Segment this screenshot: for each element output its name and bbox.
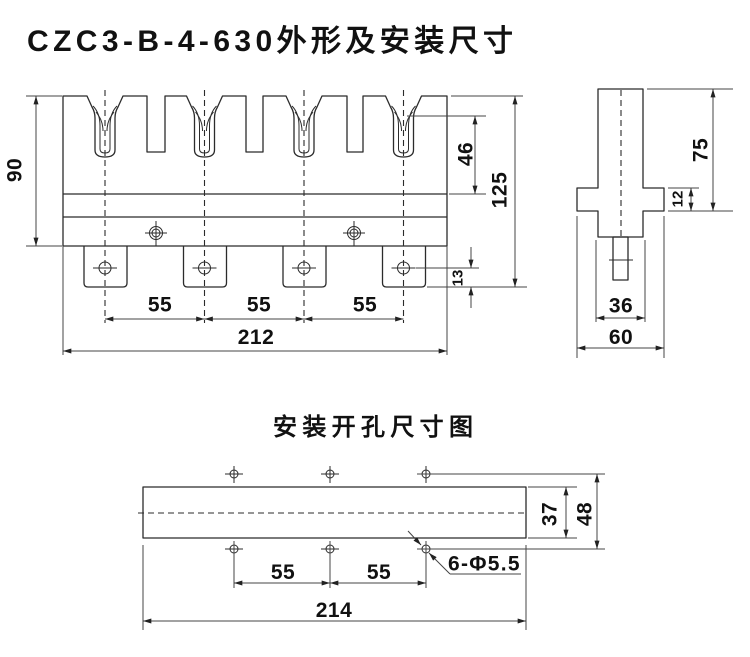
contact-prong-left xyxy=(294,111,303,132)
dim-label-side-height: 75 xyxy=(690,138,713,162)
side-body-outline xyxy=(576,88,665,238)
dim-label-terminal-width: 36 xyxy=(609,295,633,318)
dim-label-height: 90 xyxy=(4,158,27,182)
drawing-title: CZC3-B-4-630外形及安装尺寸 xyxy=(27,25,513,58)
dim-label-flange: 12 xyxy=(670,191,687,208)
side-view: 75 12 36 60 xyxy=(576,88,733,358)
mounting-hole-group xyxy=(225,466,435,588)
mounting-view: 安装开孔尺寸图 37 48 55 55 214 6-Φ5.5 xyxy=(138,413,605,630)
contact-prong-right xyxy=(305,111,314,132)
dim-label-pitch: 55 xyxy=(353,294,377,317)
leader-arrow-lower xyxy=(428,552,451,575)
centerline-group xyxy=(104,90,405,323)
contact-prong-right xyxy=(405,111,413,132)
hole-spec-label: 6-Φ5.5 xyxy=(448,553,520,576)
bolt-group xyxy=(145,221,365,246)
dim-label-pitch: 55 xyxy=(148,294,172,317)
terminal-tab xyxy=(83,246,128,288)
dim-label-overall-length: 214 xyxy=(316,599,353,622)
contact-prong-left xyxy=(195,111,203,132)
terminal-tab xyxy=(282,246,327,288)
contact-prong-left xyxy=(394,111,402,132)
contact-prong-left xyxy=(95,111,104,132)
contact-prong-right xyxy=(106,111,115,132)
dim-label-base-width: 60 xyxy=(609,326,633,349)
terminal-tab xyxy=(182,246,228,288)
dim-label-hole-offset: 13 xyxy=(450,270,467,287)
dim-label-overall-height: 125 xyxy=(489,172,512,209)
contact-prong-right xyxy=(206,111,214,132)
dim-label-body-width: 37 xyxy=(539,502,562,526)
terminal-tab-group xyxy=(83,246,427,288)
dim-label-contact-depth: 46 xyxy=(455,142,478,166)
terminal-stud xyxy=(612,236,629,281)
front-view: 90 46 125 13 55 55 55 212 xyxy=(4,90,527,355)
front-body-outline xyxy=(62,95,448,247)
dim-label-hole-row-spacing: 48 xyxy=(574,502,597,526)
leader-arrow-upper xyxy=(407,530,422,546)
dim-label-pitch: 55 xyxy=(247,294,271,317)
dim-label-mount-pitch: 55 xyxy=(271,561,295,584)
contact-group xyxy=(92,105,416,154)
dim-label-mount-pitch: 55 xyxy=(367,561,391,584)
terminal-tab xyxy=(381,246,427,288)
dim-label-overall-width: 212 xyxy=(238,326,275,349)
mounting-title: 安装开孔尺寸图 xyxy=(273,413,473,441)
